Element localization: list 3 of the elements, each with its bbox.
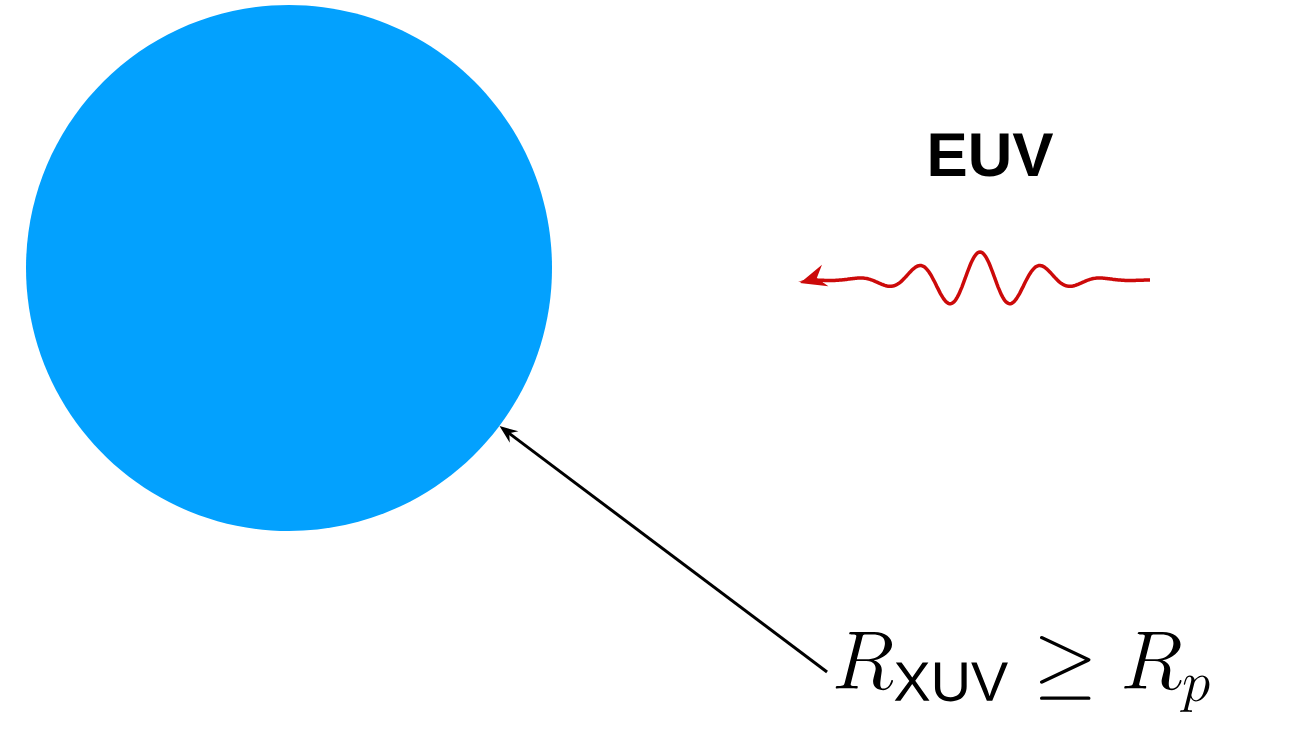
label: EUV [930,133,1054,177]
formula: $R_{\mathrm{XUV}} \geq R_p$ [835,632,1210,712]
planet-circle [26,5,552,531]
